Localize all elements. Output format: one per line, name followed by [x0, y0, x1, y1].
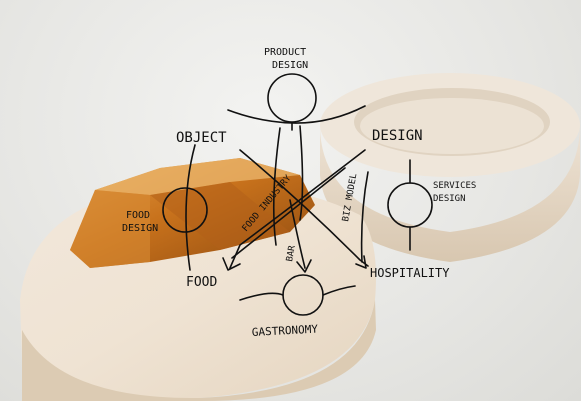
resin-ring-back: [320, 73, 580, 262]
diagram-connectors: [162, 73, 433, 316]
food-design-circle: [162, 187, 208, 233]
arrow-food: [222, 257, 241, 271]
edge-object-hospitality: [239, 149, 369, 267]
services-design-circle: [387, 182, 433, 228]
label-food: FOOD: [186, 275, 217, 290]
label-services-design-2: DESIGN: [433, 194, 466, 204]
edge-food-industry: [231, 167, 346, 259]
label-object: OBJECT: [176, 130, 227, 146]
edge-object-down: [185, 144, 196, 271]
label-food-design-2: DESIGN: [122, 223, 158, 234]
label-food-design-1: FOOD: [126, 210, 150, 221]
label-product-design-2: DESIGN: [272, 60, 308, 71]
arrow-hospitality: [355, 255, 367, 269]
gastronomy-arms: [239, 285, 356, 301]
label-design: DESIGN: [372, 128, 423, 144]
label-hospitality: HOSPITALITY: [370, 266, 450, 280]
product-design-circle: [267, 73, 317, 123]
label-gastronomy: GASTRONOMY: [251, 323, 318, 339]
edge-biz-model: [360, 171, 369, 263]
edge-design-food: [229, 149, 366, 269]
product-design-legs: [272, 122, 304, 246]
label-product-design-1: PRODUCT: [264, 47, 306, 58]
label-services-design-1: SERVICES: [433, 181, 476, 191]
arrow-gastronomy: [296, 259, 312, 273]
edge-bar: [289, 199, 306, 269]
label-bar: BAR: [285, 244, 298, 262]
